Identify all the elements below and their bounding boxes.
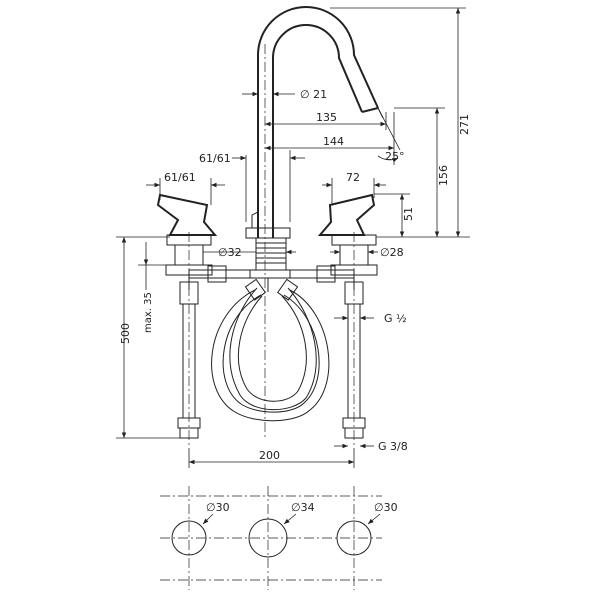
label-200: 200 xyxy=(259,449,280,462)
dim-max35: max. 35 xyxy=(138,242,168,333)
connection-pipe xyxy=(188,265,355,283)
hole-right xyxy=(336,520,372,556)
label-spout-6161: 61/61 xyxy=(199,152,231,165)
hole-left xyxy=(171,520,207,556)
dim-hole-right: ∅30 xyxy=(367,501,398,525)
dim-spout-6161: 61/61 xyxy=(199,150,305,222)
dim-200: 200 xyxy=(188,448,355,468)
label-max35: max. 35 xyxy=(143,292,154,333)
dim-72: 72 xyxy=(322,171,386,205)
label-156: 156 xyxy=(437,165,450,186)
dim-hole-middle: ∅34 xyxy=(283,501,315,525)
label-51: 51 xyxy=(402,207,415,221)
label-hole-left: ∅30 xyxy=(206,501,230,514)
label-72: 72 xyxy=(346,171,360,184)
dim-g12: G ½ xyxy=(334,312,407,325)
label-d28: ∅28 xyxy=(380,246,404,259)
label-144: 144 xyxy=(323,135,344,148)
label-25: 25° xyxy=(385,150,405,163)
dim-handle-6161: 61/61 xyxy=(146,171,225,205)
label-hole-middle: ∅34 xyxy=(291,501,315,514)
dim-271: 271 xyxy=(330,7,471,237)
dim-500: 500 xyxy=(116,236,180,439)
dim-135: 135 xyxy=(265,111,386,127)
left-supply-hose xyxy=(177,281,201,439)
label-d32: ∅32 xyxy=(218,246,242,259)
label-hole-right: ∅30 xyxy=(374,501,398,514)
left-handle xyxy=(156,193,218,290)
label-135: 135 xyxy=(316,111,337,124)
dim-51: 51 xyxy=(374,193,470,238)
right-supply-hose xyxy=(342,281,366,439)
label-500: 500 xyxy=(119,323,132,344)
label-handle-6161: 61/61 xyxy=(164,171,196,184)
dim-d28: ∅28 xyxy=(330,246,404,259)
mounting-plate-outline xyxy=(160,486,382,590)
hole-middle xyxy=(248,518,288,558)
dim-d21: ∅ 21 xyxy=(242,88,327,101)
loop-hoses xyxy=(211,278,330,422)
label-d21: ∅ 21 xyxy=(300,88,327,101)
label-g12: G ½ xyxy=(384,312,407,325)
dim-d32: ∅32 xyxy=(203,246,296,259)
label-g38: G 3/8 xyxy=(378,440,408,453)
right-handle xyxy=(317,193,378,290)
dim-angle-25: 25° xyxy=(377,150,405,163)
dim-144: 144 xyxy=(265,107,401,165)
dim-156: 156 xyxy=(394,107,450,237)
dim-g38: G 3/8 xyxy=(334,440,408,453)
dim-hole-left: ∅30 xyxy=(202,501,230,525)
label-271: 271 xyxy=(458,114,471,135)
